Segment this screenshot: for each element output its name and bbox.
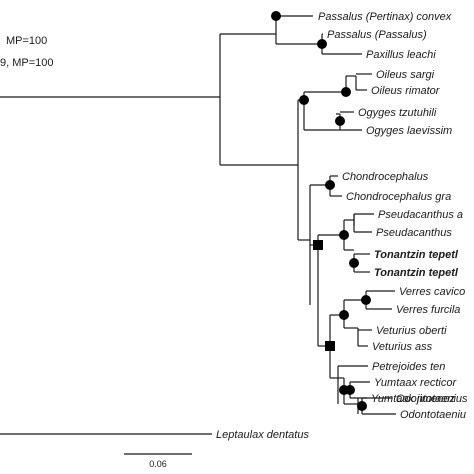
node-support-dot <box>341 87 351 97</box>
taxon-label: Veturius oberti <box>376 325 447 337</box>
taxon-label: Chondrocephalus gra <box>346 191 451 203</box>
taxon-label: Chondrocephalus <box>342 171 429 183</box>
taxon-label: Odontotaenius <box>396 393 468 405</box>
taxon-label: Paxillus leachi <box>366 49 436 61</box>
taxon-label: Yumtaax recticor <box>374 377 457 389</box>
taxon-label: Tonantzin tepetl <box>374 267 459 279</box>
node-support-dot <box>325 180 335 190</box>
taxon-label: Passalus (Pertinax) convex <box>318 11 452 23</box>
support-legend-line2: 9, MP=100 <box>0 57 54 69</box>
node-support-dot <box>357 401 367 411</box>
node-support-square <box>325 341 335 351</box>
node-support-square <box>313 240 323 250</box>
node-support-dot <box>271 11 281 21</box>
node-support-dot <box>335 116 345 126</box>
node-support-dot <box>339 310 349 320</box>
node-support-dot <box>339 230 349 240</box>
taxon-label: Tonantzin tepetl <box>374 249 459 261</box>
taxon-label: Oileus sargi <box>376 69 435 81</box>
taxon-label: Yumtaax jimenez <box>371 393 455 405</box>
taxon-label: Petrejoides ten <box>372 361 445 373</box>
node-support-dot <box>345 385 355 395</box>
taxon-label: Passalus (Passalus) <box>327 29 427 41</box>
scale-bar-label: 0.06 <box>149 459 167 469</box>
taxon-label: Verres furcila <box>396 304 460 316</box>
node-support-dot <box>317 39 327 49</box>
taxon-label: Verres cavico <box>399 286 465 298</box>
taxon-label: Oileus rimator <box>371 85 441 97</box>
taxon-label: Veturius ass <box>372 341 433 353</box>
taxon-label: Leptaulax dentatus <box>216 429 309 441</box>
node-support-dot <box>349 258 359 268</box>
node-support-dot <box>299 95 309 105</box>
taxon-label: Odontotaeniu <box>400 409 466 421</box>
taxon-label: Ogyges tzutuhili <box>358 107 437 119</box>
taxon-label: Pseudacanthus <box>376 227 452 239</box>
taxon-label: Pseudacanthus a <box>378 209 463 221</box>
support-legend-line1: MP=100 <box>6 35 47 47</box>
node-support-dot <box>361 295 371 305</box>
taxon-label: Ogyges laevissim <box>366 125 452 137</box>
